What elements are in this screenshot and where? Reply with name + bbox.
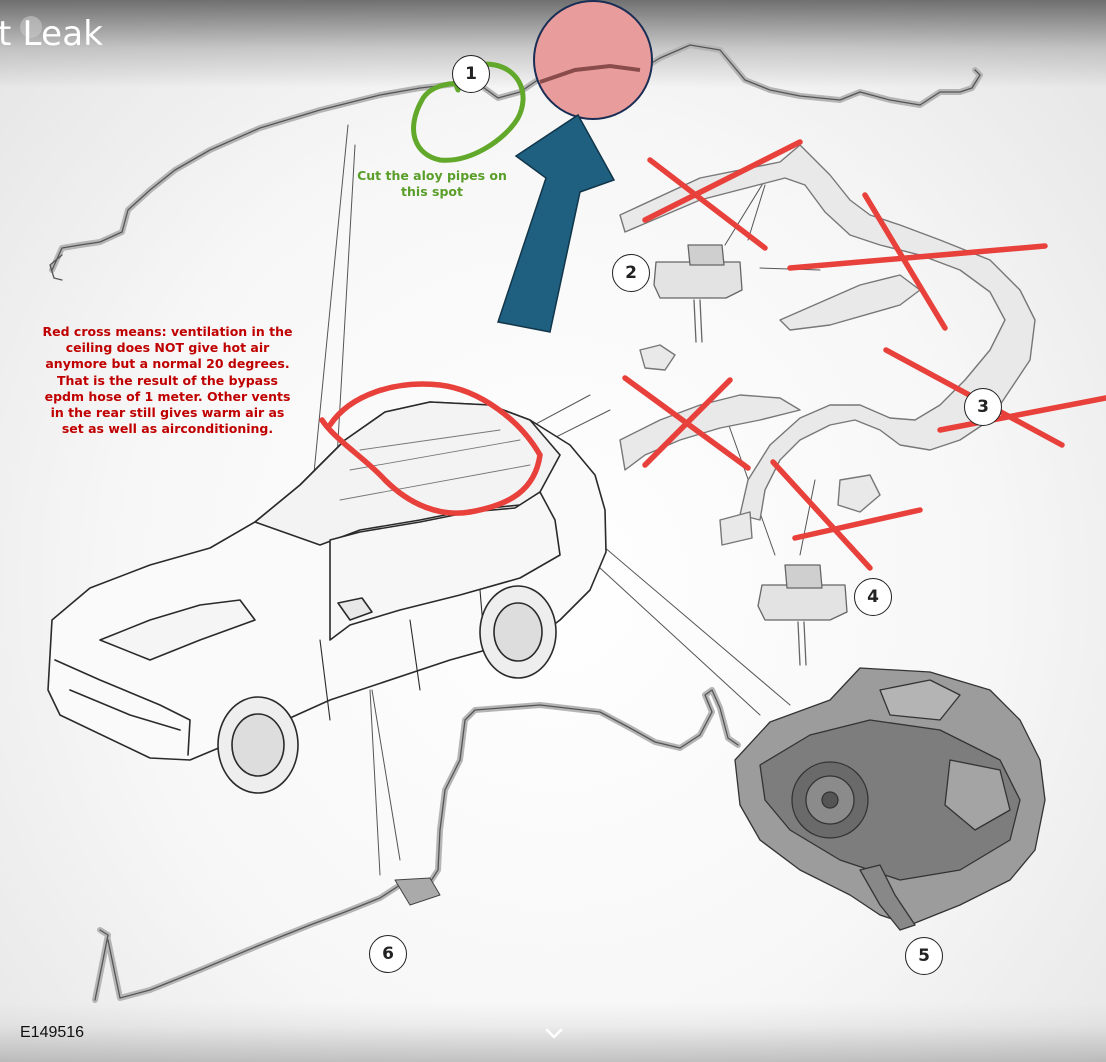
callout-1: 1 [452,55,490,93]
vehicle-outline [47,401,607,794]
diagram-reference: E149516 [20,1024,85,1041]
hvac-module-5 [734,667,1046,931]
cut-spot-highlight [533,0,653,120]
red-annotation: Red cross means: ventilation in the ceil… [42,324,293,437]
blue-arrow-icon [497,113,616,333]
green-cut-marker [411,61,526,163]
roof-vent-ducting [619,144,1036,546]
callout-3: 3 [964,388,1002,426]
rear-pipe-assembly-top [49,42,983,281]
callout-5: 5 [905,937,943,975]
highlighted-pipe-section [539,63,641,84]
green-annotation: Cut the aloy pipes on this spot [357,168,507,199]
blend-door-actuator-2 [653,244,743,343]
red-roof-outline [319,381,543,516]
chevron-down-icon[interactable] [541,1022,567,1044]
blend-door-actuator-4 [757,564,848,666]
video-title: t Leak [0,14,104,54]
callout-6: 6 [369,935,407,973]
callout-4: 4 [854,578,892,616]
rear-pipe-assembly-bottom [92,687,741,1003]
callout-2: 2 [612,254,650,292]
channel-avatar-icon[interactable] [20,16,42,38]
video-bottom-bar [0,1002,1106,1062]
